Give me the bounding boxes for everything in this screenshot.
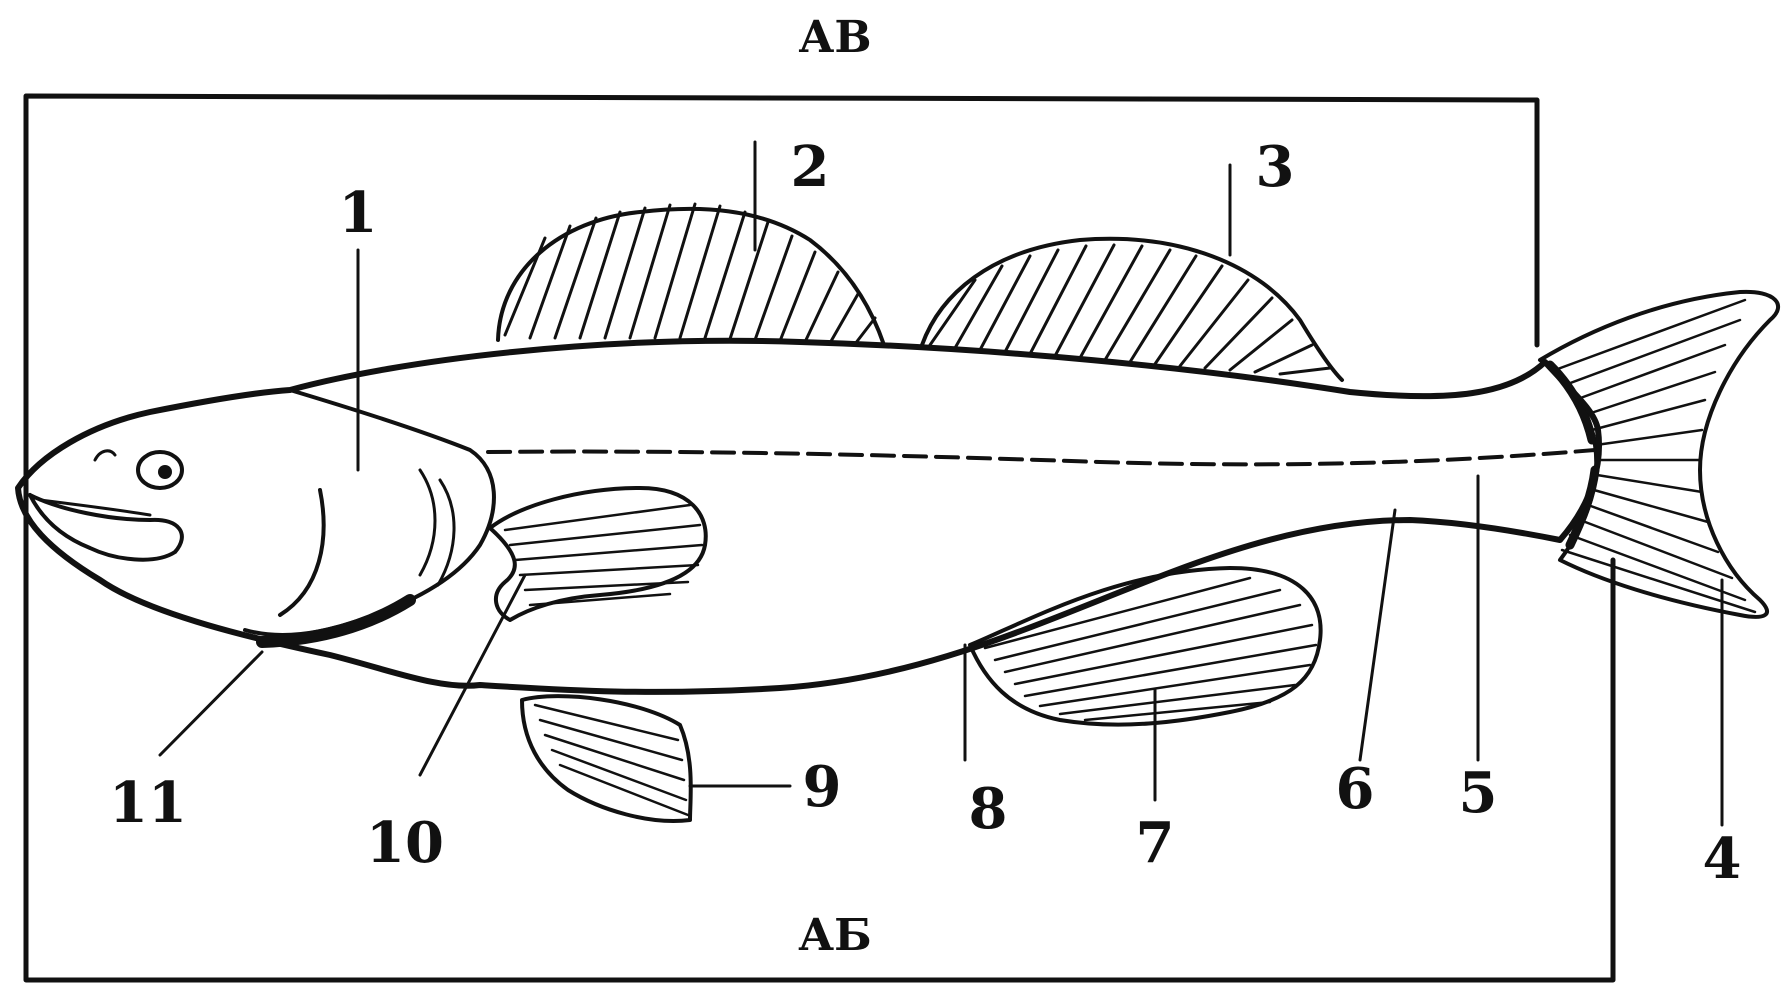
label-10-pectoral-fin: 10 xyxy=(366,810,444,876)
eye xyxy=(95,451,182,488)
fish-body-outline xyxy=(18,341,1599,692)
label-11-gill-cover: 11 xyxy=(109,770,187,836)
label-7-anal-fin: 7 xyxy=(1136,810,1175,876)
label-8-anus: 8 xyxy=(969,776,1008,842)
lateral-line xyxy=(488,450,1595,464)
label-5-lateral-line: 5 xyxy=(1459,760,1498,826)
label-6-caudal-peduncle: 6 xyxy=(1336,756,1375,822)
frame-rectangle xyxy=(26,96,1613,980)
label-9-pelvic-fin: 9 xyxy=(803,754,842,820)
label-2-first-dorsal-fin: 2 xyxy=(791,134,830,200)
first-dorsal-fin xyxy=(498,204,884,345)
pelvic-fin xyxy=(522,696,691,821)
caudal-fin xyxy=(1540,292,1778,617)
caption-bottom: АБ xyxy=(798,910,871,961)
label-3-second-dorsal-fin: 3 xyxy=(1256,134,1295,200)
head xyxy=(245,390,494,642)
label-4-caudal-fin: 4 xyxy=(1703,826,1742,892)
second-dorsal-fin xyxy=(922,239,1342,380)
leader-lines xyxy=(160,142,1722,825)
anal-fin xyxy=(970,568,1321,725)
label-1-head: 1 xyxy=(339,180,378,246)
caption-top: АВ xyxy=(798,12,871,63)
pectoral-fin xyxy=(490,488,706,620)
